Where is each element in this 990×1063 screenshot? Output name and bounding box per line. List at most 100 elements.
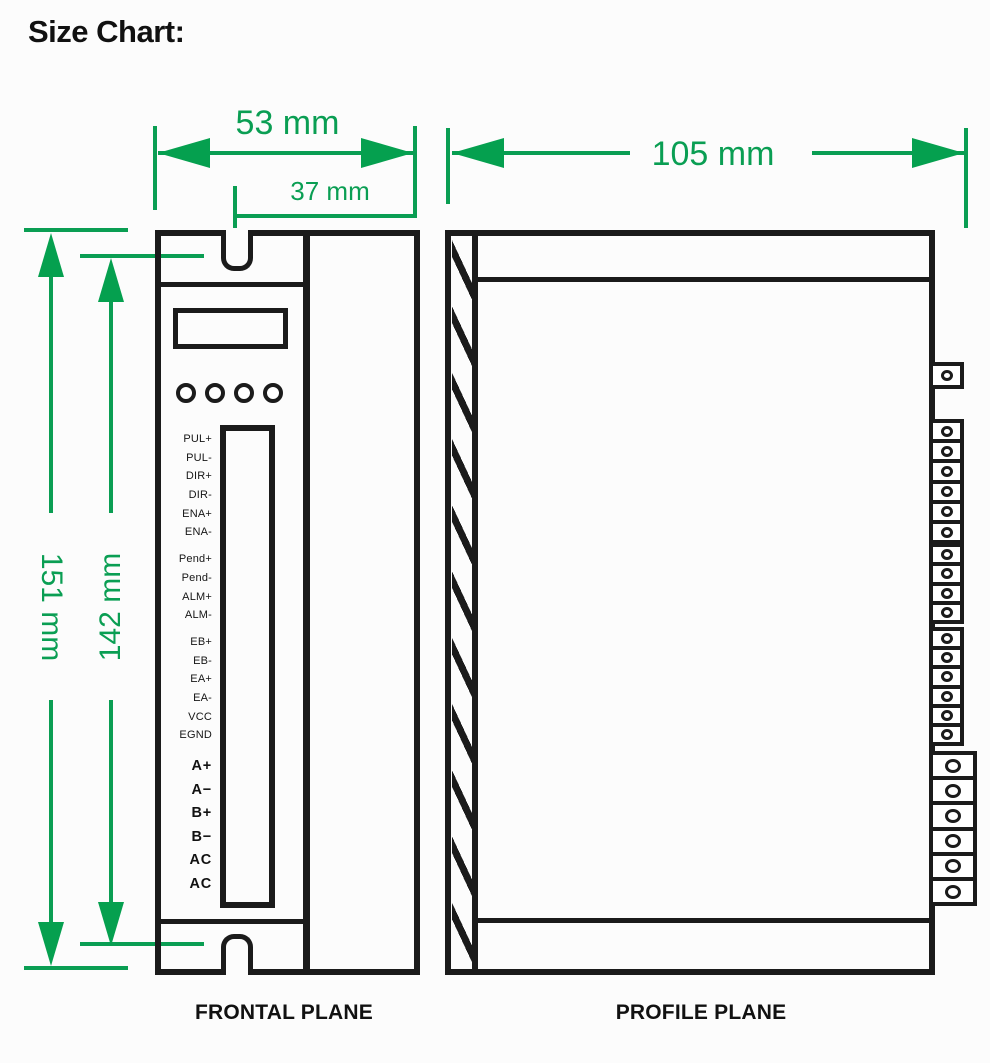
- front-view-outline: [155, 230, 420, 975]
- terminal-hole-icon: [940, 445, 953, 457]
- signal-label: DIR+: [185, 470, 212, 483]
- dimension-label-overall-height: 151 mm: [35, 552, 68, 662]
- screw-terminal: [929, 876, 977, 907]
- signal-label: EA-: [193, 691, 212, 704]
- terminal-group: [929, 419, 964, 545]
- dimension-line: [158, 151, 415, 155]
- arrowhead-up-icon: [98, 258, 124, 302]
- mounting-notch-top: [221, 230, 253, 271]
- dimension-label-notch-offset: 37 mm: [290, 176, 370, 206]
- profile-plate-edge-line: [472, 232, 478, 973]
- terminal-hole-icon: [945, 834, 961, 849]
- dimension-label-mounting-height: 142 mm: [94, 552, 127, 662]
- panel-button: [234, 383, 254, 403]
- power-label: B+: [191, 805, 212, 822]
- connector-slot: [220, 425, 275, 908]
- terminal-hole-icon: [940, 652, 953, 664]
- signal-terminal-labels: PUL+PUL-DIR+DIR-ENA+ENA-Pend+Pend-ALM+AL…: [150, 430, 212, 753]
- screw-terminal: [929, 646, 964, 670]
- panel-button: [205, 383, 225, 403]
- front-button-row: [176, 383, 283, 403]
- screw-terminal: [929, 600, 964, 625]
- signal-label: DIR-: [188, 489, 212, 502]
- terminal-hole-icon: [940, 690, 953, 702]
- terminal-hole-icon: [940, 607, 953, 619]
- power-label: A+: [191, 758, 212, 774]
- terminal-hole-icon: [940, 633, 953, 645]
- front-view-edge-line: [303, 230, 310, 975]
- signal-label: ALM-: [184, 609, 212, 622]
- panel-button: [176, 383, 196, 403]
- dimension-line: [49, 700, 53, 950]
- dimension-line: [49, 250, 53, 513]
- signal-label: Pend-: [181, 571, 212, 584]
- display-window: [173, 308, 288, 349]
- signal-label: VCC: [188, 710, 212, 723]
- dimension-label-front-width: 53 mm: [235, 104, 340, 142]
- screw-terminal: [929, 801, 977, 831]
- signal-label: Pend+: [178, 553, 212, 566]
- dimension-label-profile-depth: 105 mm: [651, 135, 775, 173]
- dimension-line: [812, 151, 964, 155]
- panel-button: [263, 383, 283, 403]
- terminal-hole-icon: [945, 859, 961, 874]
- terminal-hole-icon: [940, 526, 953, 538]
- power-label: AC: [189, 875, 212, 892]
- terminal-hole-icon: [940, 671, 953, 683]
- power-label: B−: [191, 828, 212, 845]
- signal-label: EA+: [190, 673, 212, 686]
- screw-terminal: [929, 562, 964, 586]
- profile-bottom-line: [478, 918, 932, 923]
- terminal-hole-icon: [940, 465, 953, 477]
- screw-terminal: [929, 519, 964, 545]
- terminal-hole-icon: [940, 549, 953, 561]
- arrowhead-left-icon: [452, 138, 504, 168]
- signal-label: PUL-: [186, 451, 212, 464]
- profile-view-outline: [445, 230, 935, 975]
- terminal-hole-icon: [940, 587, 953, 599]
- arrowhead-right-icon: [361, 138, 413, 168]
- terminal-group: [929, 362, 964, 389]
- dimension-line: [452, 151, 630, 155]
- arrowhead-down-icon: [38, 922, 64, 966]
- mounting-notch-bottom: [221, 934, 253, 975]
- front-flange-top-line: [158, 282, 306, 287]
- terminal-hole-icon: [940, 506, 953, 518]
- terminal-hole-icon: [940, 568, 953, 580]
- extension-line: [80, 254, 204, 258]
- signal-label: EB-: [193, 654, 212, 667]
- terminal-group: [929, 751, 977, 907]
- signal-label: PUL+: [183, 433, 212, 445]
- front-flange-bottom-line: [158, 919, 306, 924]
- dimension-line: [109, 275, 113, 513]
- signal-label: ENA+: [182, 507, 212, 520]
- power-label: A−: [191, 781, 212, 798]
- terminal-hole-icon: [945, 884, 961, 899]
- terminal-hole-icon: [945, 783, 961, 798]
- dimension-line: [109, 700, 113, 930]
- extension-line: [446, 128, 450, 204]
- terminal-hole-icon: [945, 758, 961, 773]
- profile-top-line: [478, 277, 932, 282]
- arrowhead-up-icon: [38, 233, 64, 277]
- terminal-group: [929, 543, 964, 625]
- terminal-group: [929, 627, 964, 747]
- front-view-caption: FRONTAL PLANE: [195, 1001, 373, 1024]
- signal-label: EGND: [179, 729, 212, 742]
- arrowhead-right-icon: [912, 138, 964, 168]
- terminal-hole-icon: [940, 709, 953, 721]
- signal-label: ENA-: [184, 526, 212, 539]
- extension-line: [153, 126, 157, 210]
- screw-terminal: [929, 722, 964, 747]
- screw-terminal: [929, 362, 964, 389]
- dimension-line: [235, 214, 415, 218]
- extension-line: [413, 126, 417, 218]
- terminal-hole-icon: [940, 370, 953, 381]
- extension-line: [24, 228, 128, 232]
- page-title: Size Chart:: [28, 14, 185, 49]
- terminal-hole-icon: [945, 808, 961, 823]
- extension-line: [964, 128, 968, 228]
- terminal-hole-icon: [940, 425, 953, 437]
- extension-line: [24, 966, 128, 970]
